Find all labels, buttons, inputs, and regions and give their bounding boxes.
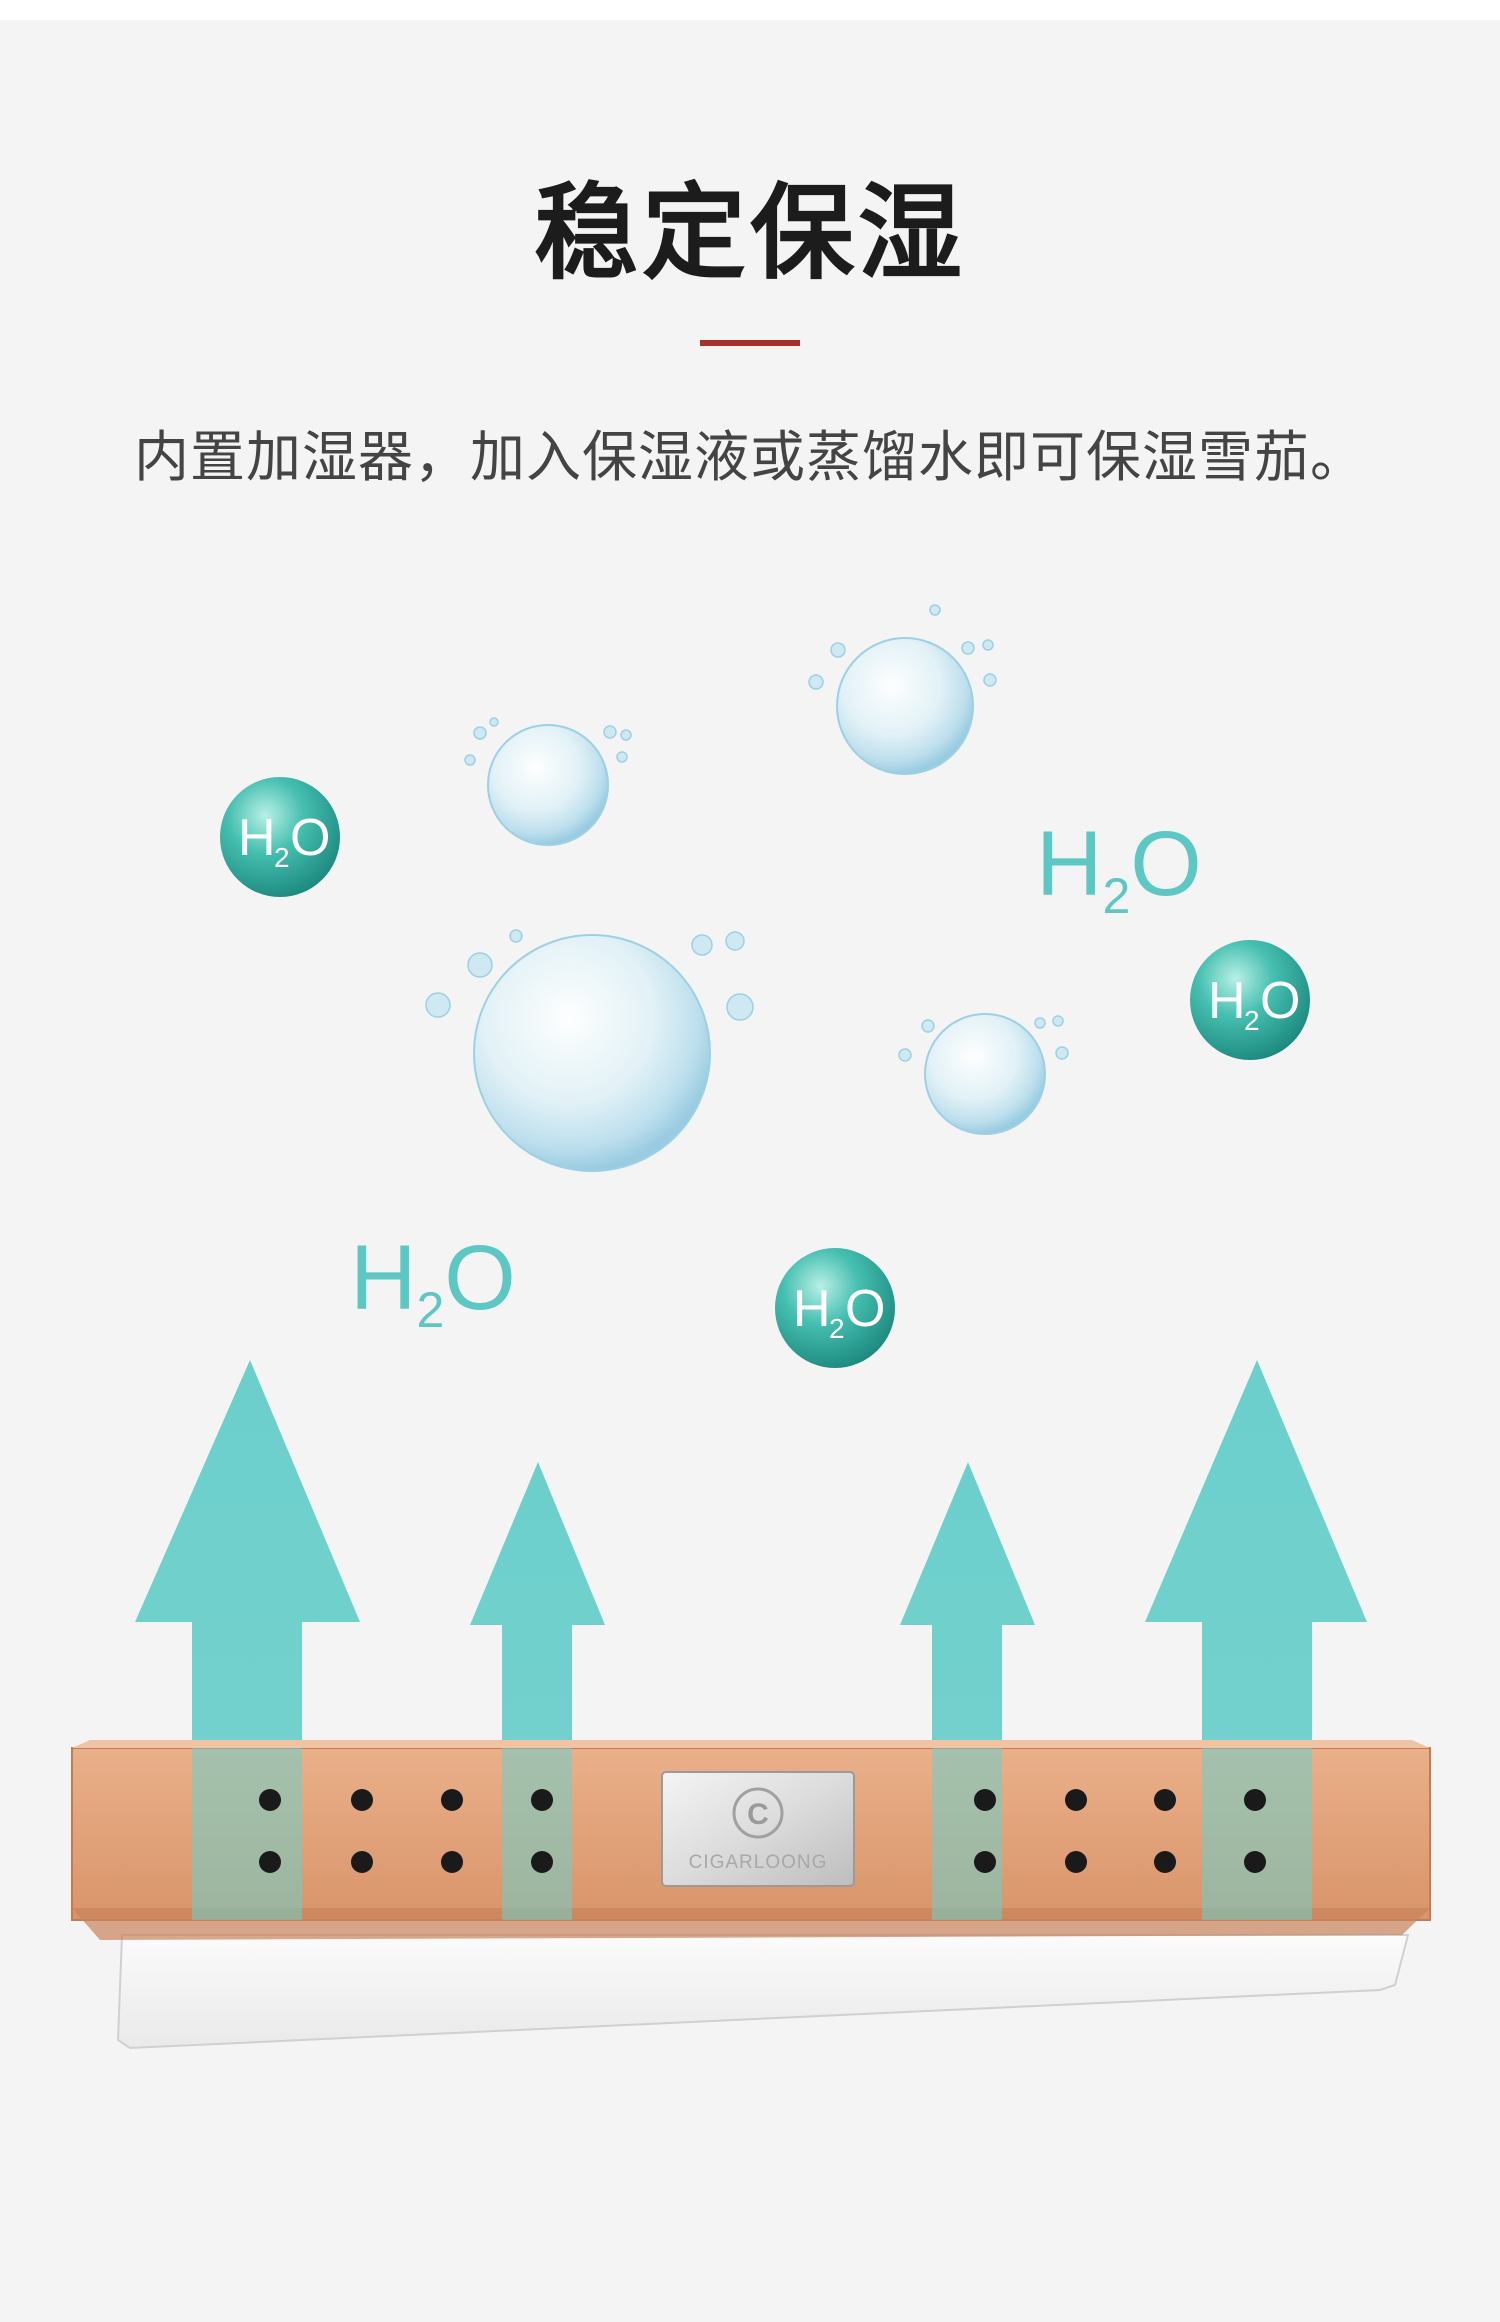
svg-text:H: H: [1208, 972, 1246, 1030]
water-bubble: [487, 724, 609, 846]
water-bubble-group: [425, 604, 1069, 1172]
vent-holes: [259, 1789, 1266, 1873]
humidifier-tray: [116, 1934, 1410, 2050]
h2o-ball: H 2 O: [775, 1248, 895, 1368]
h2o-label: H2O: [1036, 813, 1202, 924]
droplet-cluster: [425, 604, 1069, 1062]
brand-badge: C CIGARLOONG: [661, 1771, 855, 1887]
h2o-label: H2O: [350, 1227, 516, 1338]
h2o-ball: H 2 O: [1190, 940, 1310, 1060]
svg-text:H: H: [793, 1280, 831, 1338]
svg-text:C: C: [747, 1798, 769, 1831]
page-title: 稳定保湿: [533, 172, 966, 294]
svg-text:O: O: [845, 1280, 885, 1338]
svg-text:O: O: [290, 809, 330, 867]
vapor-arrow: [135, 1360, 360, 1910]
page-subtitle: 内置加湿器，加入保湿液或蒸馏水即可保湿雪茄。: [133, 425, 1366, 489]
svg-text:O: O: [1260, 972, 1300, 1030]
humidifier-bar: C CIGARLOONG: [71, 1740, 1431, 1940]
water-bubble: [836, 637, 974, 775]
svg-text:CIGARLOONG: CIGARLOONG: [689, 1852, 828, 1873]
water-bubble: [924, 1013, 1046, 1135]
svg-text:2: 2: [274, 842, 290, 873]
svg-text:H: H: [238, 809, 276, 867]
water-bubble: [473, 934, 711, 1172]
h2o-ball-group: H 2 O H 2 O H 2 O: [220, 777, 1310, 1368]
title-underline: [700, 340, 800, 346]
h2o-ball: H 2 O: [220, 777, 340, 897]
svg-text:2: 2: [1244, 1005, 1260, 1036]
svg-text:2: 2: [829, 1313, 845, 1344]
